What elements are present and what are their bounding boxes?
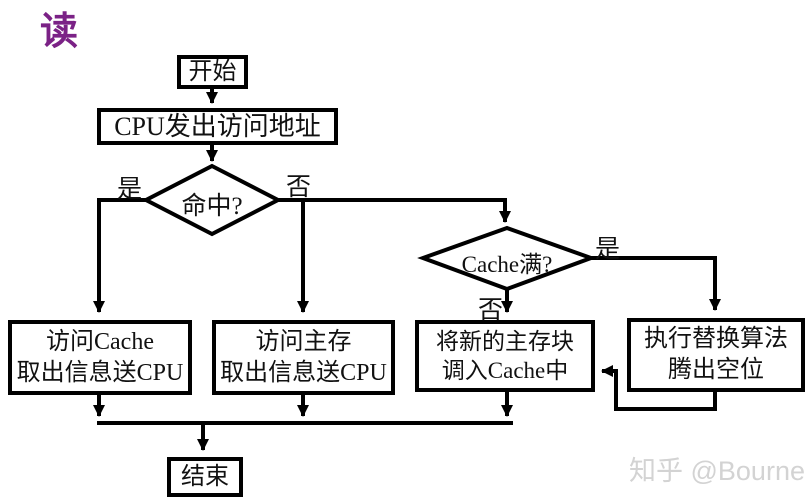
page-title: 读: [40, 11, 81, 53]
end-node-label: 结束: [181, 463, 229, 490]
start-node-label: 开始: [188, 58, 237, 85]
hit-decision-diamond: [141, 163, 283, 237]
cache-full-decision-label: Cache满?: [461, 252, 553, 277]
visit-cache-line1: 访问Cache: [46, 328, 154, 355]
watermark: 知乎 @Bourne: [629, 456, 805, 486]
edge-hit-yes-to-visit-cache: [93, 198, 150, 313]
edge-replace-to-load-block: [601, 365, 717, 411]
visit-cache-line2: 取出信息送CPU: [16, 359, 184, 386]
visit-memory-line1: 访问主存: [255, 328, 352, 355]
load-block-line1: 将新的主存块: [436, 328, 574, 354]
load-block-node: 将新的主存块 调入Cache中: [415, 320, 595, 392]
replace-algo-node: 执行替换算法 腾出空位: [627, 318, 805, 392]
hit-no-label: 否: [286, 174, 312, 201]
visit-memory-node: 访问主存 取出信息送CPU: [212, 320, 395, 395]
load-block-line2: 调入Cache中: [441, 358, 569, 383]
visit-cache-node: 访问Cache 取出信息送CPU: [8, 320, 192, 395]
start-node: 开始: [177, 55, 248, 89]
hit-decision-label: 命中?: [181, 193, 243, 220]
edge-cache-full-yes-to-replace: [589, 256, 721, 311]
cache-full-no-label: 否: [478, 297, 504, 324]
cpu-issue-node: CPU发出访问地址: [97, 108, 338, 145]
cache-full-yes-label: 是: [595, 236, 621, 263]
cache-full-decision-diamond: [417, 225, 597, 292]
edge-hit-no-to-cache-full: [276, 198, 511, 223]
replace-algo-line2: 腾出空位: [668, 357, 764, 383]
cpu-issue-node-label: CPU发出访问地址: [114, 111, 321, 141]
end-node: 结束: [167, 457, 243, 497]
visit-memory-line2: 取出信息送CPU: [220, 359, 387, 386]
hit-yes-label: 是: [117, 176, 143, 203]
replace-algo-line1: 执行替换算法: [644, 326, 788, 353]
